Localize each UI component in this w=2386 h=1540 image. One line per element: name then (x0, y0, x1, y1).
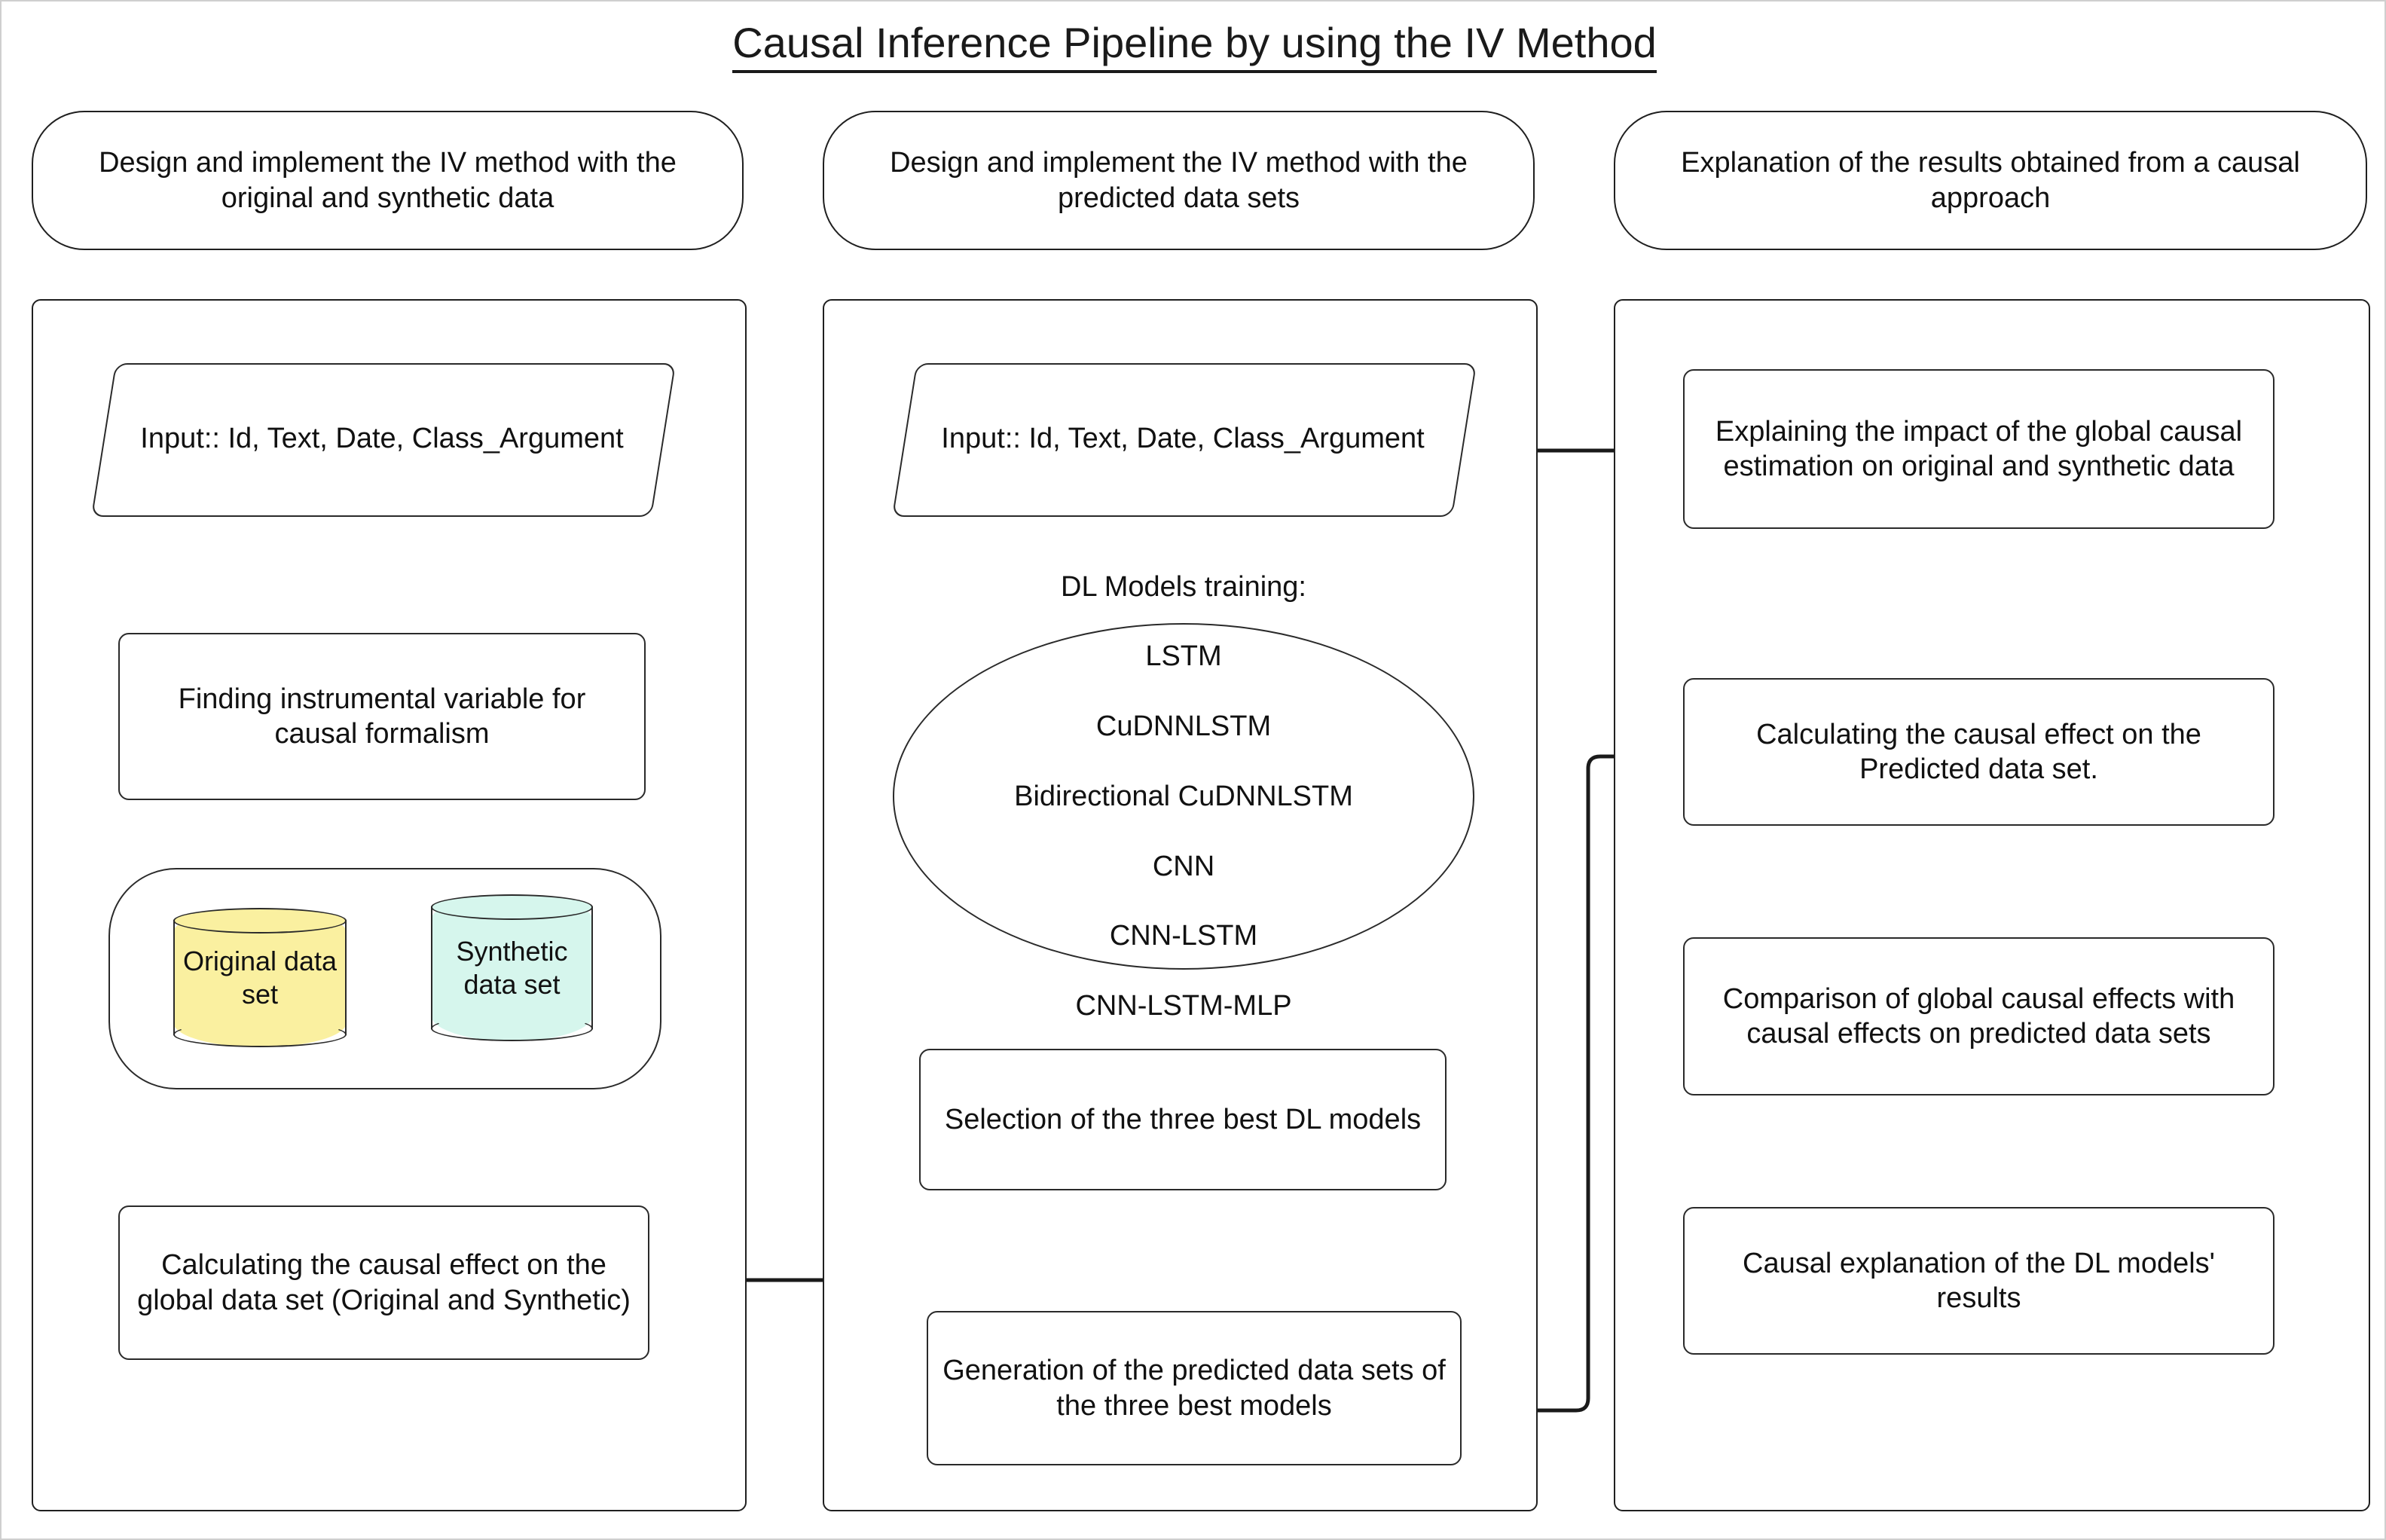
dl-model-2: Bidirectional CuDNNLSTM (1014, 780, 1353, 812)
node-left-input-text: Input:: Id, Text, Date, Class_Argument (140, 422, 624, 454)
node-causal-explanation-dl-results-text: Causal explanation of the DL models' res… (1743, 1247, 2215, 1314)
cylinder-top-ellipse (173, 908, 347, 933)
lane-header-left: Design and implement the IV method with … (32, 111, 744, 250)
cylinder-body (431, 906, 593, 1029)
cylinder-synthetic-dataset-label: Synthetic data set (456, 936, 568, 1000)
node-finding-instrumental-variable-text: Finding instrumental variable for causal… (178, 683, 586, 750)
node-calculating-global-causal-effect[interactable]: Calculating the causal effect on the glo… (118, 1205, 649, 1360)
lane-header-left-text: Design and implement the IV method with … (99, 147, 677, 214)
node-finding-instrumental-variable[interactable]: Finding instrumental variable for causal… (118, 633, 646, 800)
node-generation-predicted-datasets-text: Generation of the predicted data sets of… (942, 1355, 1446, 1422)
node-comparison-causal-effects-text: Comparison of global causal effects with… (1722, 982, 2235, 1050)
node-explaining-global-impact[interactable]: Explaining the impact of the global caus… (1683, 369, 2274, 529)
node-calculating-global-causal-effect-text: Calculating the causal effect on the glo… (137, 1249, 631, 1316)
dl-model-3: CNN (1152, 850, 1215, 882)
page-title: Causal Inference Pipeline by using the I… (2, 18, 2384, 73)
cylinder-bottom-ellipse (431, 1016, 593, 1041)
cylinder-original-dataset[interactable]: Original data set (173, 908, 347, 1047)
cylinder-original-dataset-label: Original data set (182, 946, 338, 1010)
lane-header-right: Explanation of the results obtained from… (1614, 111, 2367, 250)
node-comparison-causal-effects[interactable]: Comparison of global causal effects with… (1683, 937, 2274, 1095)
dl-model-4: CNN-LSTM (1109, 920, 1258, 952)
page-title-text: Causal Inference Pipeline by using the I… (732, 18, 1657, 73)
node-middle-input-text: Input:: Id, Text, Date, Class_Argument (941, 422, 1425, 454)
dl-model-5: CNN-LSTM-MLP (1075, 989, 1292, 1022)
node-calculating-predicted-causal-effect[interactable]: Calculating the causal effect on the Pre… (1683, 678, 2274, 826)
dl-model-0: LSTM (1145, 640, 1222, 673)
node-left-input[interactable]: Input:: Id, Text, Date, Class_Argument (90, 363, 677, 517)
cylinder-body (173, 920, 347, 1035)
node-calculating-predicted-causal-effect-text: Calculating the causal effect on the Pre… (1756, 718, 2201, 785)
cylinder-synthetic-dataset[interactable]: Synthetic data set (431, 894, 593, 1041)
node-generation-predicted-datasets[interactable]: Generation of the predicted data sets of… (927, 1311, 1462, 1465)
dl-models-training-title: DL Models training: (1061, 570, 1306, 603)
node-dl-models-training[interactable]: DL Models training: LSTM CuDNNLSTM Bidir… (893, 571, 1474, 1022)
dl-models-training-content: DL Models training: LSTM CuDNNLSTM Bidir… (1014, 570, 1353, 1024)
cylinder-top-ellipse (431, 894, 593, 920)
node-explaining-global-impact-text: Explaining the impact of the global caus… (1715, 415, 2243, 482)
node-causal-explanation-dl-results[interactable]: Causal explanation of the DL models' res… (1683, 1207, 2274, 1355)
node-middle-input[interactable]: Input:: Id, Text, Date, Class_Argument (891, 363, 1477, 517)
cylinder-bottom-ellipse (173, 1022, 347, 1047)
lane-header-middle-text: Design and implement the IV method with … (890, 147, 1468, 214)
lane-header-right-text: Explanation of the results obtained from… (1681, 147, 2300, 214)
lane-header-middle: Design and implement the IV method with … (823, 111, 1535, 250)
dl-model-1: CuDNNLSTM (1095, 710, 1272, 743)
edge-generation-to-calcpredicted (1471, 738, 1670, 1413)
node-selection-three-best-models[interactable]: Selection of the three best DL models (919, 1049, 1447, 1190)
node-selection-three-best-models-text: Selection of the three best DL models (944, 1103, 1422, 1135)
